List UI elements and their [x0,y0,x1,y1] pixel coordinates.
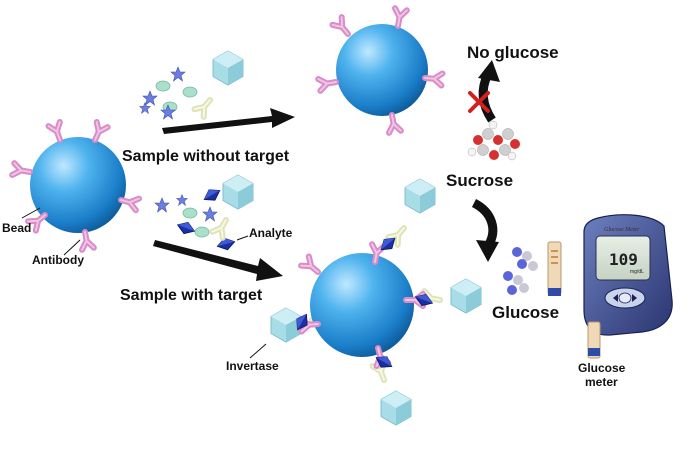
sample-without-target-label: Sample without target [122,148,290,165]
top-bead-group [318,8,442,133]
antibody-icon [392,8,407,27]
antibody-pointer [63,239,81,256]
meter-brand: Glucose Meter [604,227,640,233]
analyte-diamond-icon [174,218,198,238]
conjugate-antibody-icon [212,217,231,238]
antibody-icon [79,231,94,250]
antibody-icon [12,163,31,178]
bead-pointer [21,207,41,219]
invertase-hexagon-icon [270,307,302,343]
sucrose-molecule-icon [467,120,520,161]
bead [310,253,414,357]
antibody-label: Antibody [32,253,84,267]
antibody-icon [90,122,108,142]
antibody-icon [332,17,352,38]
bead [336,24,428,116]
analyte-diamond-icon [215,235,237,253]
meter-unit: mg/dL [630,269,644,275]
invertase-label: Invertase [226,359,279,373]
meter-reading: 109 [609,250,638,269]
star-molecule-icon [154,197,170,213]
sample-without-target-cluster [139,50,244,119]
free-bead-group [12,122,139,250]
conjugate-antibody-icon [194,96,214,117]
sample-with-target-label: Sample with target [120,287,263,304]
glucose-meter-label-line1: Glucose [578,361,626,375]
antibody-icon [301,256,322,276]
analyte-pointer [236,235,249,241]
glucose-meter-device: Glucose Meter 109 mg/dL [583,214,673,359]
star-molecule-icon [176,194,188,206]
analyte-label: Analyte [249,226,293,240]
sucrose-to-glucose-arrow [471,198,498,249]
antibody-icon [318,76,337,91]
bead [30,137,126,233]
invertase-hexagon-icon [404,178,436,214]
invertase-hexagon-icon [450,278,482,314]
sucrose-to-glucose-arrowhead [476,240,499,262]
glucose-label: Glucose [492,303,559,322]
no-glucose-label: No glucose [467,43,559,62]
invertase-pointer [249,343,267,359]
sucrose-label: Sucrose [446,171,513,190]
analyte-diamond-icon [200,184,224,206]
invertase-hexagon-icon [380,390,412,426]
star-molecule-icon [139,102,151,114]
top-arrow [162,108,295,134]
bead-label: Bead [2,221,31,235]
glucose-molecules-icon [503,247,538,295]
bottom-arrow [153,240,283,281]
antibody-icon [49,122,66,142]
no-glucose-arrowhead [478,60,500,82]
invertase-hexagon-icon [222,174,254,210]
sample-with-target-cluster [154,174,254,253]
captured-bead-group [270,178,482,426]
star-molecule-icon [170,66,186,82]
invertase-hexagon-icon [212,50,244,86]
test-strip-icon [547,241,562,296]
star-molecule-icon [202,206,218,222]
glucose-meter-label-line2: meter [585,375,618,389]
cross-icon [468,91,490,113]
antibody-icon [386,114,401,133]
